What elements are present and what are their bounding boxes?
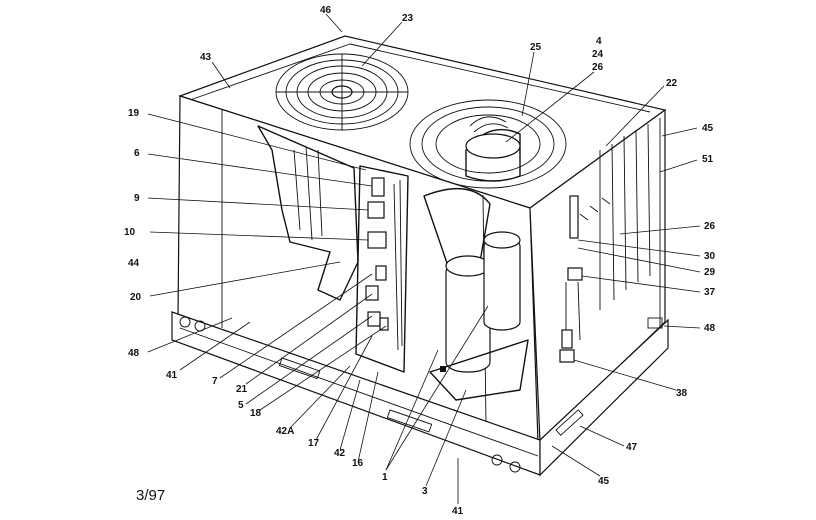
callout-42a: 42A (276, 426, 294, 437)
control-box (257, 125, 409, 373)
callout-21: 21 (236, 384, 248, 395)
callout-29: 29 (704, 267, 716, 278)
callout-24: 24 (592, 49, 604, 60)
callout-3: 3 (422, 486, 428, 497)
callout-20: 20 (130, 292, 142, 303)
callout-25: 25 (530, 42, 542, 53)
relay (367, 201, 385, 219)
callout-labels: 46 23 43 25 4 24 26 22 19 6 45 51 9 10 2… (124, 5, 716, 517)
callout-45-bottom: 45 (598, 476, 610, 487)
callout-23: 23 (402, 13, 414, 24)
callout-30: 30 (704, 251, 716, 262)
callout-41-bottom: 41 (452, 506, 464, 517)
callout-18: 18 (250, 408, 262, 419)
callout-1: 1 (382, 472, 388, 483)
callout-51: 51 (702, 154, 714, 165)
callout-44: 44 (128, 258, 140, 269)
service-valve-lower (559, 349, 575, 363)
callout-5: 5 (238, 400, 244, 411)
callout-17: 17 (308, 438, 320, 449)
callout-6: 6 (134, 148, 140, 159)
condenser-fan-grille (275, 53, 409, 131)
callout-42: 42 (334, 448, 346, 459)
callout-48-right: 48 (704, 323, 716, 334)
callout-26-right: 26 (704, 221, 716, 232)
callout-7: 7 (212, 376, 218, 387)
date-code: 3/97 (136, 487, 165, 504)
callout-41-left: 41 (166, 370, 178, 381)
callout-4: 4 (596, 36, 602, 47)
callout-37: 37 (704, 287, 716, 298)
callout-46: 46 (320, 5, 332, 16)
callout-45-top: 45 (702, 123, 714, 134)
callout-19: 19 (128, 108, 140, 119)
capacitor (367, 231, 387, 249)
callout-16: 16 (352, 458, 364, 469)
base-rail-right (539, 318, 669, 477)
blower-fan-assembly (409, 99, 567, 189)
callout-43: 43 (200, 52, 212, 63)
callout-10: 10 (124, 227, 136, 238)
compressor (423, 187, 529, 401)
callout-48-left: 48 (128, 348, 140, 359)
service-valve (567, 267, 583, 281)
callout-22: 22 (666, 78, 678, 89)
contactor (371, 177, 385, 197)
cabinet (171, 35, 669, 477)
callout-26-top: 26 (592, 62, 604, 73)
callout-47: 47 (626, 442, 638, 453)
leader-lines (147, 13, 701, 504)
coil-and-valves (559, 123, 651, 363)
callout-38: 38 (676, 388, 688, 399)
callout-9: 9 (134, 193, 140, 204)
